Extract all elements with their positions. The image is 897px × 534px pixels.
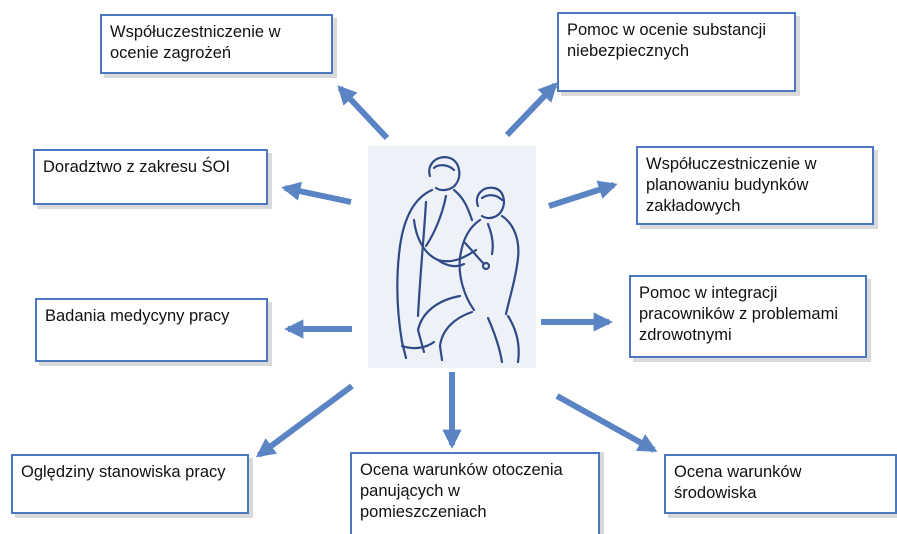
- box-indoor-conditions-label: Ocena warunków otoczenia panujących w po…: [360, 461, 563, 521]
- box-building-planning-label: Współuczestniczenie w planowaniu budynkó…: [646, 155, 817, 215]
- box-osh-consulting: Doradztwo z zakresu ŚOI: [33, 149, 268, 205]
- arrow-building-planning: [548, 180, 618, 209]
- box-hazardous-substances-label: Pomoc w ocenie substancji niebezpiecznyc…: [567, 21, 767, 60]
- box-environment-assessment: Ocena warunków środowiska: [664, 454, 897, 514]
- box-integration-label: Pomoc w integracji pracowników z problem…: [639, 284, 838, 344]
- arrow-osh-consulting: [281, 181, 352, 205]
- box-building-planning: Współuczestniczenie w planowaniu budynkó…: [636, 146, 874, 225]
- box-integration: Pomoc w integracji pracowników z problem…: [629, 275, 867, 358]
- doctor-examining-patient-icon: [396, 156, 520, 364]
- box-medical-exams: Badania medycyny pracy: [35, 298, 268, 362]
- box-indoor-conditions: Ocena warunków otoczenia panujących w po…: [350, 452, 600, 534]
- box-hazardous-substances: Pomoc w ocenie substancji niebezpiecznyc…: [557, 12, 796, 92]
- box-medical-exams-label: Badania medycyny pracy: [45, 307, 230, 325]
- box-environment-assessment-label: Ocena warunków środowiska: [674, 463, 802, 502]
- arrow-risk-assessment: [337, 85, 390, 141]
- box-risk-assessment-label: Współuczestniczenie w ocenie zagrożeń: [110, 23, 281, 62]
- arrow-hazardous-substances: [504, 82, 558, 138]
- doctor-patient-illustration: [368, 146, 536, 368]
- box-workstation-inspection: Oględziny stanowiska pracy: [11, 454, 249, 514]
- arrow-workstation-inspection: [255, 383, 354, 458]
- box-risk-assessment: Współuczestniczenie w ocenie zagrożeń: [100, 14, 333, 74]
- box-osh-consulting-label: Doradztwo z zakresu ŚOI: [43, 158, 231, 176]
- box-workstation-inspection-label: Oględziny stanowiska pracy: [21, 463, 226, 481]
- arrow-environment-assessment: [555, 393, 658, 453]
